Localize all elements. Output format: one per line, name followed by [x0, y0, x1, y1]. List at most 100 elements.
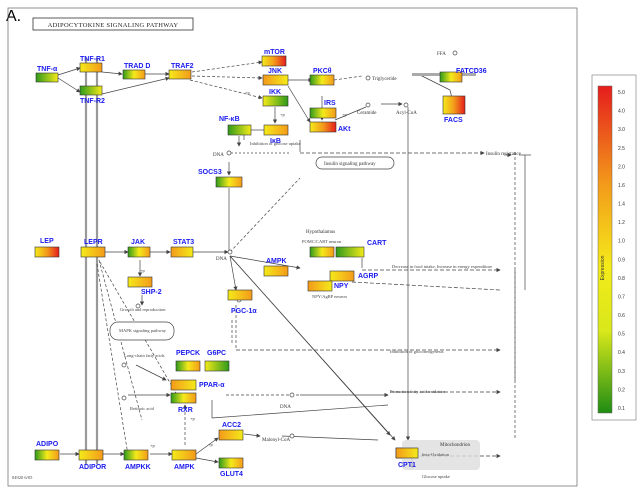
pathway-title-box: [32, 17, 194, 31]
stat3-label: STAT3: [173, 239, 194, 246]
shp2-label: SHP-2: [141, 289, 162, 296]
inhib-glucose-label: Inhibition of glucose uptake: [250, 141, 301, 146]
malonyl-label: Malonyl-CoA: [262, 438, 290, 443]
fatcd36-label: FATCD36: [456, 68, 487, 75]
socs3-box: [215, 176, 243, 188]
colorbar-tick: 0.8: [618, 276, 625, 282]
ikk-box: [262, 95, 289, 107]
colorbar-tick: 0.1: [618, 406, 625, 412]
cell-membrane: [84, 58, 99, 464]
npy-box: [307, 280, 333, 292]
dna2-label: DNA: [216, 257, 227, 262]
adipo-box: [34, 449, 60, 461]
fatcd36-box: [439, 71, 463, 83]
tnfr1-box: [79, 62, 103, 73]
tnf-box: [35, 72, 59, 83]
colorbar-tick: 0.3: [618, 369, 625, 375]
phospho-4: +p: [190, 416, 196, 421]
lcfa-label: Long-chain fatty acids: [124, 353, 165, 358]
jnk-label: JNK: [268, 68, 282, 75]
panel-letter: A.: [6, 8, 22, 25]
food-intake-label: Decrease in food intake, Increase in ene…: [392, 264, 492, 270]
colorbar-tick: 1.0: [618, 239, 625, 245]
rxr-label: RXR: [178, 407, 193, 414]
jak-label: JAK: [131, 239, 145, 246]
lep-label: LEP: [40, 238, 54, 245]
footer-code: 04920 6/05: [12, 475, 33, 480]
colorbar-tick: 3.0: [618, 127, 625, 133]
cart-box: [335, 246, 365, 258]
mitochondrion-region: [402, 440, 480, 470]
colorbar-tick: 0.4: [618, 350, 625, 356]
tnfr1-label: TNF-R1: [80, 56, 105, 63]
ppara-box: [170, 379, 197, 391]
g6pc-box: [204, 360, 230, 372]
stat3-box: [170, 246, 194, 258]
triglyceride-label: Triglyceride: [372, 77, 397, 82]
mapk-label: MAPK signaling pathway: [119, 328, 167, 333]
dna1-label: DNA: [213, 153, 224, 158]
shp2-box: [127, 276, 153, 288]
facs-box: [442, 95, 466, 115]
pathway-edges: [57, 60, 531, 469]
colorbar-tick: 5.0: [618, 90, 625, 96]
traf2-label: TRAF2: [171, 63, 194, 70]
socs3-label: SOCS3: [198, 169, 222, 176]
acylcoa-label: Acyl-CoA: [396, 111, 417, 116]
mapk-box: [109, 321, 175, 341]
g6pc-label: G6PC: [207, 350, 226, 357]
phospho-2: +p: [342, 112, 348, 117]
glut4-label: GLUT4: [220, 471, 243, 478]
colorbar-ticks: 5.04.03.02.52.01.61.41.21.00.90.80.70.60…: [618, 90, 625, 412]
jak-box: [127, 246, 151, 258]
ampkk-label: AMPKK: [125, 464, 151, 471]
pomc-box: [309, 246, 335, 258]
glut4-box: [218, 457, 244, 469]
insulin-signaling-box: [315, 156, 395, 170]
insulin-resistance-label: Insulin resistance: [486, 152, 522, 157]
color-scale-legend: Expression: [591, 74, 637, 421]
irs-label: IRS: [324, 100, 336, 107]
ppara-label: PPAR-α: [199, 382, 225, 389]
pkcb-label: PKCθ: [313, 68, 332, 75]
adipor-label: ADIPOR: [79, 464, 106, 471]
lep-box: [34, 246, 60, 258]
colorbar-tick: 0.5: [618, 332, 625, 338]
lepr-box: [80, 246, 106, 258]
phospho-5: +p: [208, 442, 214, 447]
pathway-title: ADIPOCYTOKINE SIGNALING PATHWAY: [48, 22, 179, 29]
acc2-box: [218, 429, 244, 441]
rxr-box: [170, 392, 197, 404]
pomc-cart-label: POMC/CART neuron: [302, 239, 342, 244]
colorbar-tick: 1.2: [618, 220, 625, 226]
figure-frame: [7, 7, 578, 487]
npy-label: NPY: [334, 283, 349, 290]
tradd-box: [122, 69, 146, 80]
mitochondrion-label: Mitochondrion: [440, 443, 470, 448]
beta-oxidation-label: beta-Oxidation: [422, 452, 450, 457]
compound-nodes: [121, 50, 458, 439]
dna3-label: DNA: [280, 405, 291, 410]
adipo-label: ADIPO: [36, 441, 59, 448]
phospho-6: +p: [150, 443, 156, 448]
phospho-1: +p: [280, 112, 286, 117]
colorbar-tick: 1.6: [618, 183, 625, 189]
tnf-label: TNF-α: [37, 66, 58, 73]
ikb-label: IκB: [270, 138, 281, 145]
insulin-signaling-label: Insulin signaling pathway: [324, 162, 376, 167]
facs-label: FACS: [444, 117, 463, 124]
akt-box: [309, 121, 337, 133]
cpt1-box-front: [395, 447, 419, 459]
pkcb-box: [309, 74, 335, 86]
ampk-low-label: AMPK: [174, 464, 195, 471]
fatty-oxidation-label: Promotion fatty acid oxidation: [390, 389, 446, 394]
agrp-box: [329, 270, 355, 282]
acc2-label: ACC2: [222, 422, 241, 429]
lepr-label: LEPR: [84, 239, 103, 246]
tnfr2-label: TNF-R2: [80, 98, 105, 105]
colorbar-label: Expression: [600, 255, 606, 280]
irs-box: [309, 107, 337, 119]
adipor-box: [78, 449, 104, 461]
nfkb-label: NF-κB: [219, 116, 240, 123]
colorbar-tick: 1.4: [618, 202, 625, 208]
